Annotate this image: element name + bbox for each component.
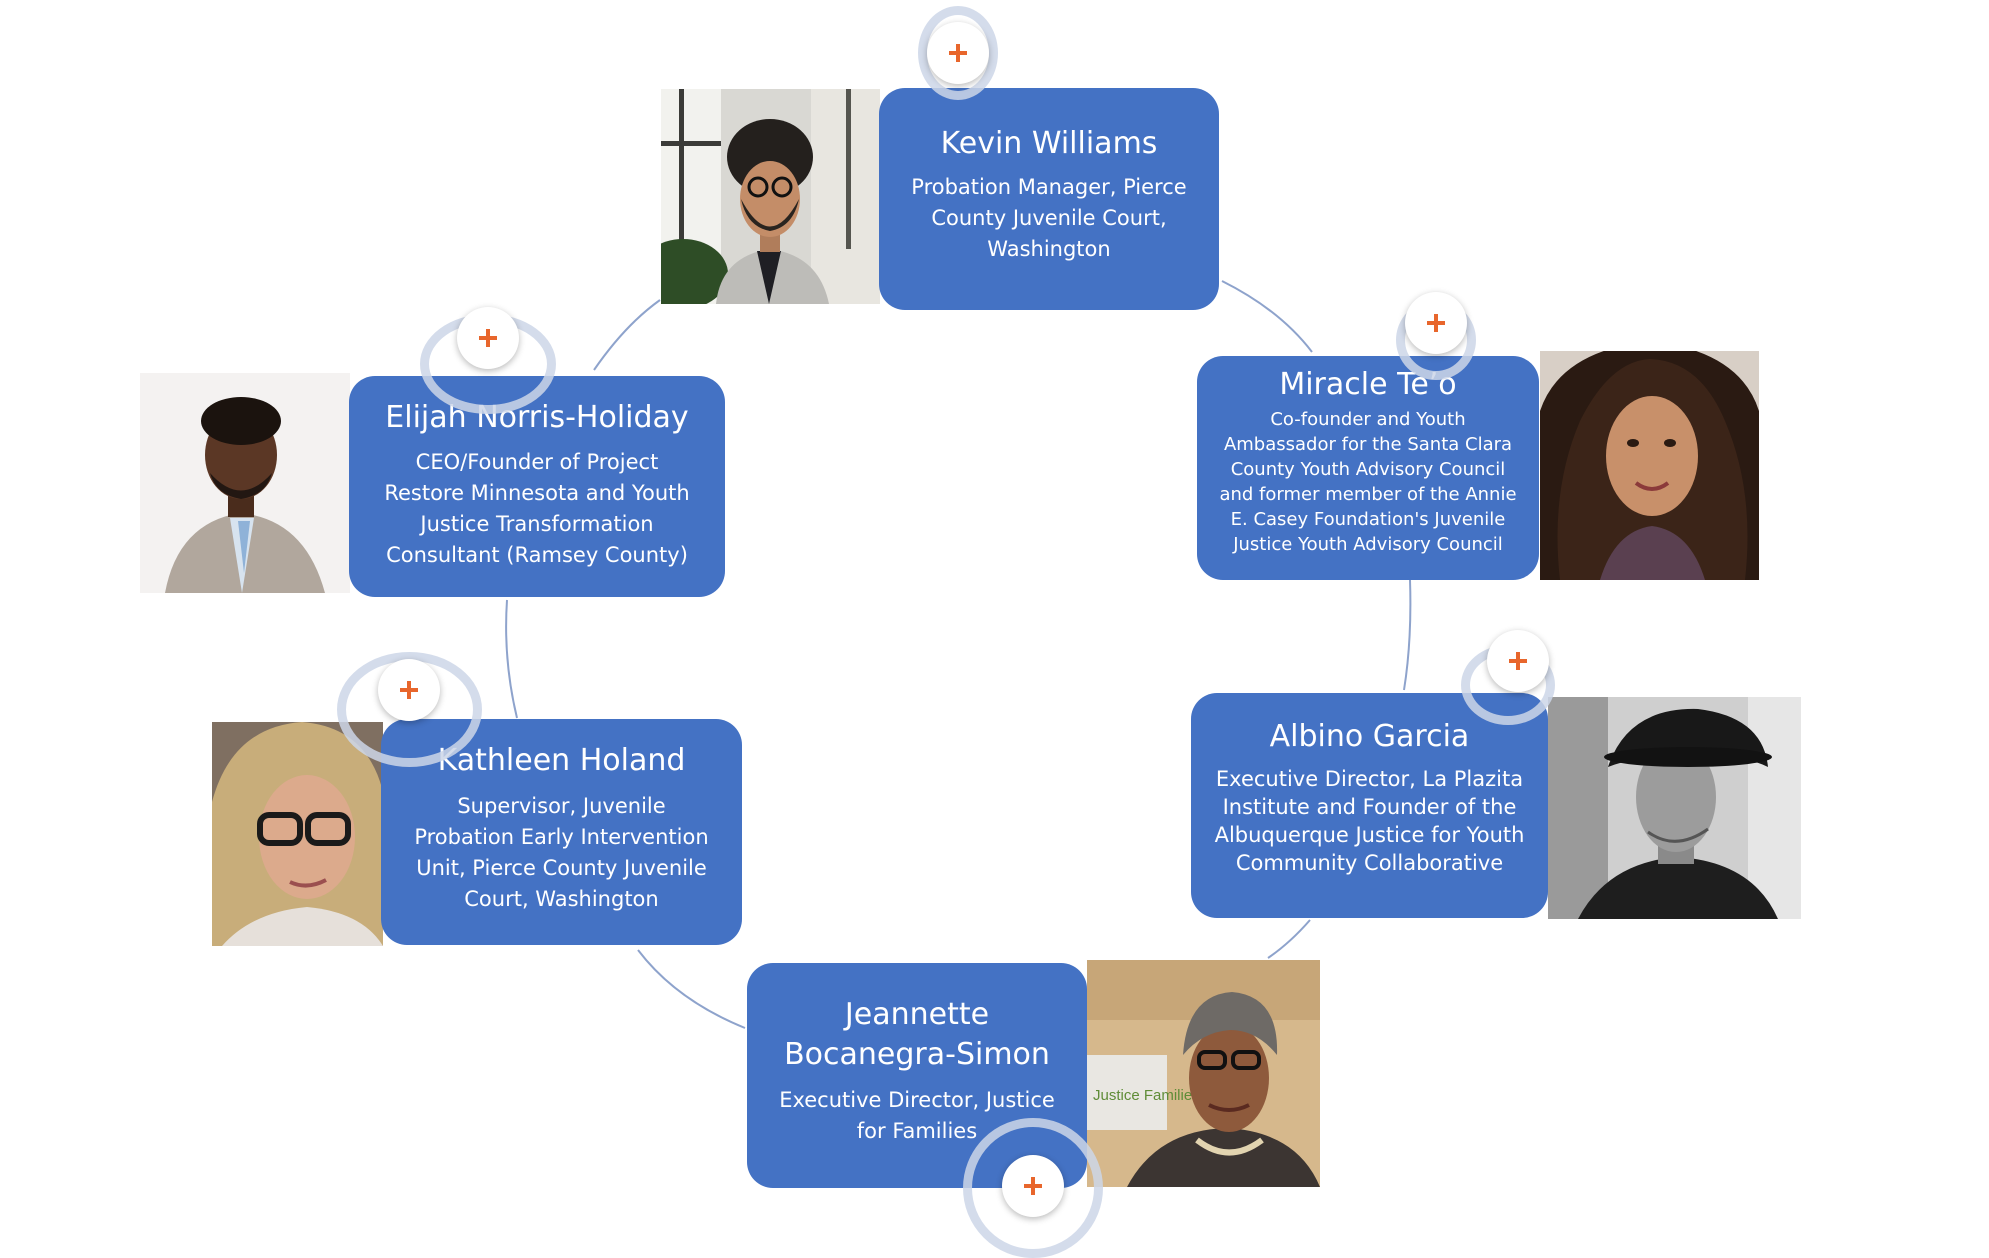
connector-elijah-kevin — [593, 299, 661, 371]
elijah-norris-holiday-card[interactable]: Elijah Norris-Holiday CEO/Founder of Pro… — [349, 376, 725, 597]
plus-icon — [1427, 314, 1445, 332]
photo-sign-text: Justice Families — [1093, 1087, 1200, 1104]
kevin-williams-expand-button[interactable] — [927, 22, 989, 84]
plus-icon — [1509, 652, 1527, 670]
connector-kathleen-elijah — [505, 599, 518, 719]
plus-icon — [400, 681, 418, 699]
albino-garcia-role: Executive Director, La Plazita Institute… — [1214, 767, 1525, 875]
elijah-norris-holiday-photo — [140, 373, 350, 593]
plus-icon — [479, 329, 497, 347]
kevin-williams-role: Probation Manager, Pierce County Juvenil… — [911, 175, 1187, 261]
albino-garcia-card[interactable]: Albino Garcia Executive Director, La Pla… — [1191, 693, 1548, 918]
jeannette-bocanegra-simon-expand-button[interactable] — [1002, 1155, 1064, 1217]
jeannette-bocanegra-simon-photo: Justice Families — [1087, 960, 1320, 1187]
elijah-norris-holiday-expand-button[interactable] — [457, 307, 519, 369]
plus-icon — [949, 44, 967, 62]
connector-albino-jeannette — [1267, 919, 1311, 959]
kathleen-holand-name: Kathleen Holand — [437, 743, 686, 778]
miracle-teo-name: Miracle Te’o — [1279, 367, 1457, 402]
connector-kevin-miracle — [1221, 280, 1313, 353]
connector-miracle-albino — [1403, 579, 1412, 691]
miracle-teo-expand-button[interactable] — [1405, 292, 1467, 354]
jeannette-bocanegra-simon-name: Jeannette Bocanegra-Simon — [784, 997, 1050, 1072]
miracle-teo-role: Co-founder and Youth Ambassador for the … — [1219, 409, 1517, 555]
elijah-norris-holiday-name: Elijah Norris-Holiday — [385, 400, 689, 435]
albino-garcia-photo — [1548, 697, 1801, 919]
connector-cycle — [505, 280, 1412, 1029]
miracle-teo-card[interactable]: Miracle Te’o Co-founder and Youth Ambass… — [1197, 356, 1539, 580]
kevin-williams-photo — [661, 89, 880, 304]
connector-jeannette-kathleen — [637, 949, 746, 1029]
kevin-williams-name: Kevin Williams — [940, 126, 1158, 161]
plus-icon — [1024, 1177, 1042, 1195]
kathleen-holand-role: Supervisor, Juvenile Probation Early Int… — [414, 794, 709, 911]
jeannette-bocanegra-simon-card[interactable]: Jeannette Bocanegra-Simon Executive Dire… — [747, 963, 1087, 1188]
kathleen-holand-card[interactable]: Kathleen Holand Supervisor, Juvenile Pro… — [381, 719, 742, 945]
elijah-norris-holiday-role: CEO/Founder of Project Restore Minnesota… — [384, 450, 690, 567]
albino-garcia-name: Albino Garcia — [1269, 719, 1470, 754]
miracle-teo-photo — [1540, 351, 1759, 580]
kathleen-holand-expand-button[interactable] — [378, 659, 440, 721]
kathleen-holand-photo — [212, 722, 383, 946]
jeannette-bocanegra-simon-role: Executive Director, Justice for Families — [779, 1088, 1055, 1143]
kevin-williams-card[interactable]: Kevin Williams Probation Manager, Pierce… — [879, 88, 1219, 310]
albino-garcia-expand-button[interactable] — [1487, 630, 1549, 692]
